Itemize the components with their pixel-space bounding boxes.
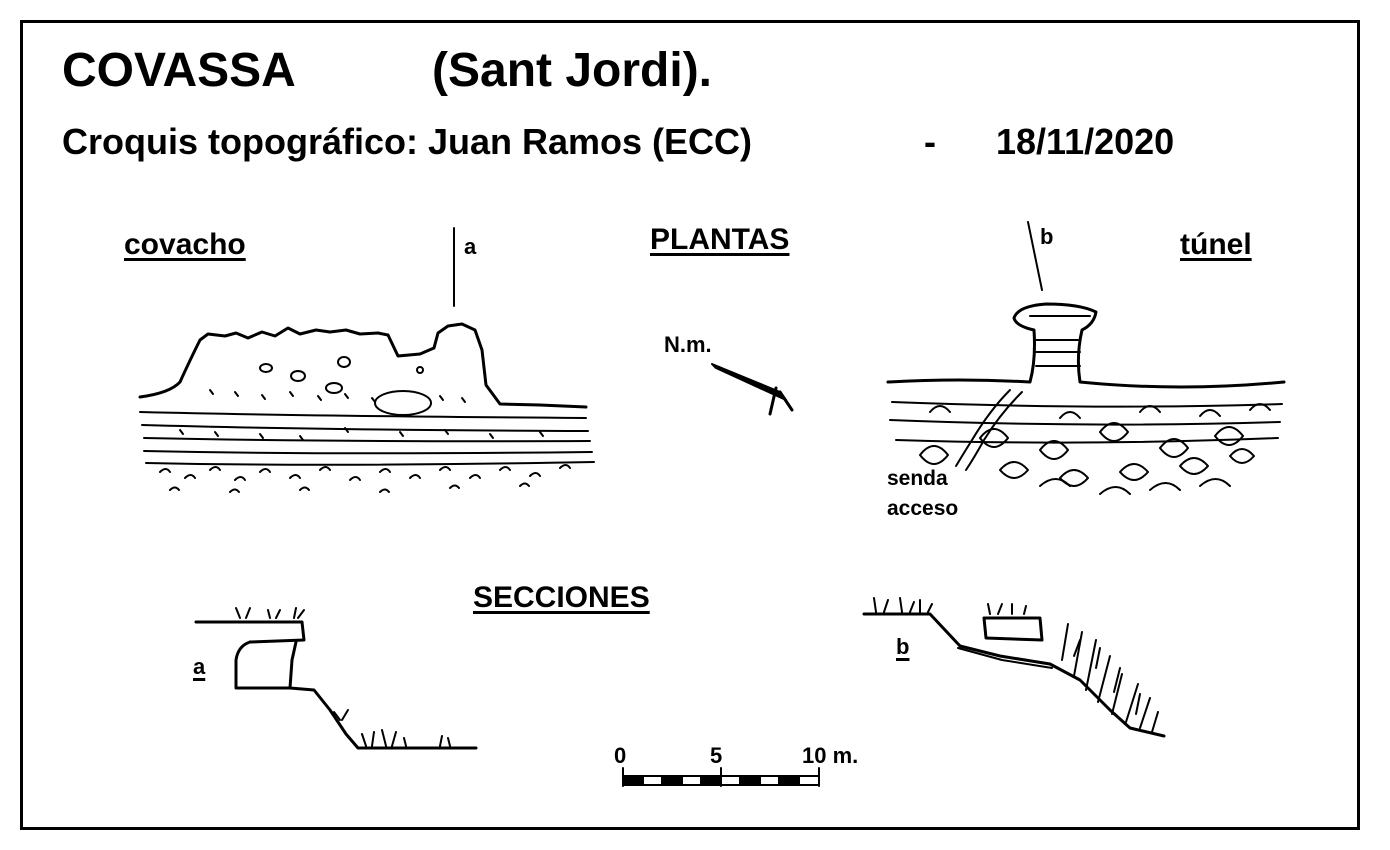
section-a-profile [194, 607, 478, 750]
plans-heading: PLANTAS [650, 223, 790, 256]
section-label-b: b [896, 634, 910, 659]
sections-heading: SECCIONES [473, 581, 650, 614]
section-line-b [1027, 221, 1043, 291]
section-b-profile [862, 597, 1166, 738]
scale-tick-5: 5 [710, 743, 723, 768]
scale-bar [622, 767, 820, 787]
page-subtitle: (Sant Jordi). [432, 44, 713, 97]
plan-label-covacho: covacho [124, 228, 246, 261]
access-path-label-1: senda [887, 467, 948, 490]
section-marker-b: b [1040, 224, 1054, 249]
survey-credit: Croquis topográfico: Juan Ramos (ECC) [62, 121, 753, 162]
access-path-label-2: acceso [887, 497, 959, 520]
page-title: COVASSA [62, 44, 296, 97]
north-label: N.m. [664, 332, 712, 357]
survey-date: 18/11/2020 [996, 121, 1175, 162]
drawing-frame [20, 20, 1360, 830]
plan-label-tunel: túnel [1180, 228, 1252, 261]
credit-separator: - [924, 121, 936, 162]
section-label-a: a [193, 654, 206, 679]
scale-tick-10: 10 m. [802, 743, 859, 768]
section-marker-a: a [464, 234, 477, 259]
scale-tick-0: 0 [614, 743, 627, 768]
tunel-plan [886, 302, 1286, 495]
covacho-plan [138, 322, 595, 493]
north-arrow-icon [711, 363, 794, 416]
